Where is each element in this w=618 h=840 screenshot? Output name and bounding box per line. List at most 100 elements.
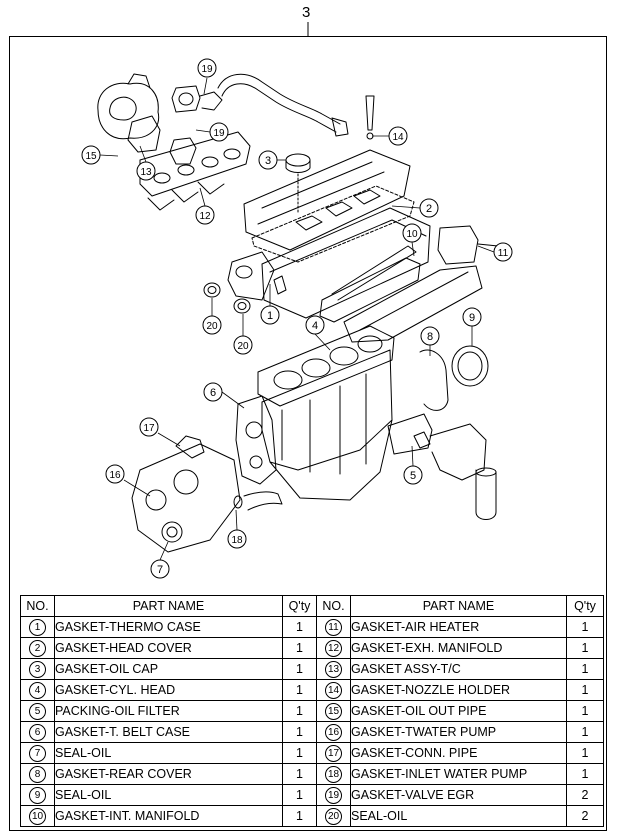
inlet-water-pump-drawing xyxy=(233,491,283,511)
part-number-cell: 17 xyxy=(316,742,351,764)
header-qty-2: Q'ty xyxy=(566,595,604,617)
callout-14: 14 xyxy=(388,126,408,146)
callout-5-label: 5 xyxy=(410,470,416,482)
timing-belt-gasket-drawing xyxy=(235,395,277,485)
part-number-circle: 16 xyxy=(325,723,342,741)
part-number-cell: 16 xyxy=(316,721,351,743)
callout-15-label: 15 xyxy=(85,151,97,162)
qty-cell: 1 xyxy=(282,805,317,827)
egr-pipe-drawing xyxy=(217,73,349,137)
callout-18: 18 xyxy=(227,529,247,549)
part-number-circle: 1 xyxy=(29,618,46,636)
part-name-cell: GASKET ASSY-T/C xyxy=(350,658,567,680)
part-number-circle: 5 xyxy=(29,702,46,720)
part-number-cell: 10 xyxy=(20,805,55,827)
part-number-circle: 20 xyxy=(325,807,342,825)
cylinder-head-drawing xyxy=(227,207,431,319)
part-name-cell: GASKET-OIL CAP xyxy=(54,658,283,680)
part-number-circle: 18 xyxy=(325,765,342,783)
part-number-cell: 8 xyxy=(20,763,55,785)
turbocharger-drawing xyxy=(97,73,161,153)
head-cover-gasket-drawing xyxy=(251,185,415,263)
qty-cell: 1 xyxy=(282,700,317,722)
callout-6: 6 xyxy=(203,382,223,402)
qty-cell: 1 xyxy=(282,637,317,659)
callout-3-label: 3 xyxy=(265,155,271,167)
part-number-cell: 3 xyxy=(20,658,55,680)
callout-16: 16 xyxy=(105,464,125,484)
part-number-cell: 19 xyxy=(316,784,351,806)
callout-1: 1 xyxy=(260,305,280,325)
callout-8-label: 8 xyxy=(427,331,433,343)
page-number-tick xyxy=(307,22,309,36)
callout-19-mid: 19 xyxy=(209,122,229,142)
part-name-cell: GASKET-INLET WATER PUMP xyxy=(350,763,567,785)
intake-manifold-drawing xyxy=(319,225,499,343)
callout-7-label: 7 xyxy=(157,564,163,576)
qty-cell: 2 xyxy=(566,805,604,827)
callout-12-label: 12 xyxy=(199,211,211,222)
qty-cell: 1 xyxy=(282,721,317,743)
part-number-circle: 6 xyxy=(29,723,46,741)
callouts: 1 2 3 4 5 6 7 8 9 10 11 12 13 14 15 16 1… xyxy=(81,58,513,579)
callout-9-label: 9 xyxy=(469,312,475,324)
part-name-cell: GASKET-OIL OUT PIPE xyxy=(350,700,567,722)
part-number-cell: 12 xyxy=(316,637,351,659)
part-number-circle: 11 xyxy=(325,618,342,636)
part-name-cell: GASKET-INT. MANIFOLD xyxy=(54,805,283,827)
callout-8: 8 xyxy=(420,326,440,346)
callout-6-label: 6 xyxy=(210,387,216,399)
part-number-circle: 3 xyxy=(29,660,46,678)
callout-4: 4 xyxy=(305,315,325,335)
page-number: 3 xyxy=(302,4,311,21)
part-number-cell: 2 xyxy=(20,637,55,659)
header-no: NO. xyxy=(20,595,55,617)
qty-cell: 1 xyxy=(566,616,604,638)
leader-lines xyxy=(99,77,495,561)
callout-20-left-label: 20 xyxy=(206,321,218,332)
qty-cell: 1 xyxy=(566,679,604,701)
part-name-cell: PACKING-OIL FILTER xyxy=(54,700,283,722)
part-name-cell: SEAL-OIL xyxy=(54,784,283,806)
part-name-cell: GASKET-T. BELT CASE xyxy=(54,721,283,743)
callout-3: 3 xyxy=(258,150,278,170)
qty-cell: 1 xyxy=(282,742,317,764)
part-name-cell: GASKET-CYL. HEAD xyxy=(54,679,283,701)
callout-10-label: 10 xyxy=(406,229,418,240)
part-number-cell: 13 xyxy=(316,658,351,680)
part-number-circle: 14 xyxy=(325,681,342,699)
qty-cell: 1 xyxy=(566,637,604,659)
injector-drawing xyxy=(365,95,375,140)
qty-cell: 2 xyxy=(566,784,604,806)
callout-4-label: 4 xyxy=(312,320,318,332)
callout-2-label: 2 xyxy=(426,203,432,215)
part-number-circle: 10 xyxy=(29,807,46,825)
part-number-circle: 12 xyxy=(325,639,342,657)
callout-20-right-label: 20 xyxy=(237,341,249,352)
part-name-cell: GASKET-NOZZLE HOLDER xyxy=(350,679,567,701)
table-header-row: NO. PART NAME Q'ty NO. PART NAME Q'ty xyxy=(20,595,604,617)
part-number-cell: 4 xyxy=(20,679,55,701)
exhaust-manifold-drawing xyxy=(139,131,251,211)
qty-cell: 1 xyxy=(282,763,317,785)
header-qty: Q'ty xyxy=(282,595,317,617)
part-number-circle: 17 xyxy=(325,744,342,762)
part-number-circle: 8 xyxy=(29,765,46,783)
part-number-cell: 7 xyxy=(20,742,55,764)
part-name-cell: GASKET-THERMO CASE xyxy=(54,616,283,638)
diagram-frame xyxy=(9,36,607,831)
callout-14-label: 14 xyxy=(392,132,404,143)
callout-17: 17 xyxy=(139,417,159,437)
water-pump-drawing xyxy=(131,443,241,553)
callout-16-label: 16 xyxy=(109,470,121,481)
conn-pipe-drawing xyxy=(175,435,205,459)
part-name-cell: GASKET-TWATER PUMP xyxy=(350,721,567,743)
part-name-cell: GASKET-CONN. PIPE xyxy=(350,742,567,764)
part-number-cell: 5 xyxy=(20,700,55,722)
